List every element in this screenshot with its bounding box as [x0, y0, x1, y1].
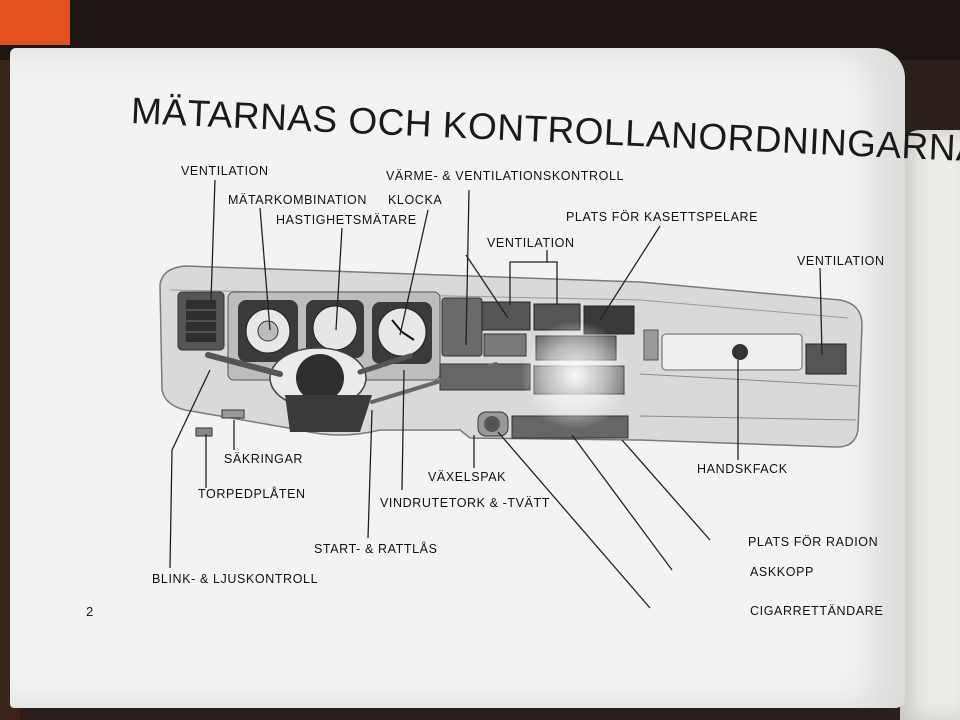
label-kasettspelare: PLATS FÖR KASETTSPELARE: [566, 210, 759, 224]
label-askkopp: ASKKOPP: [750, 565, 814, 579]
label-ventilation-center: VENTILATION: [487, 236, 575, 250]
label-sakringar: SÄKRINGAR: [224, 452, 304, 466]
leader-lines: [169, 179, 823, 609]
label-blink-ljuskontroll: BLINK- & LJUSKONTROLL: [152, 572, 319, 586]
label-start-rattlas: START- & RATTLÅS: [314, 542, 438, 556]
label-varme-ventilationskontroll: VÄRME- & VENTILATIONSKONTROLL: [386, 169, 625, 183]
dashboard-illustration: [159, 265, 863, 448]
label-matarkombination: MÄTARKOMBINATION: [228, 193, 368, 207]
label-cigarrettandare: CIGARRETTÄNDARE: [750, 604, 884, 618]
label-radion: PLATS FÖR RADION: [748, 535, 879, 549]
orange-book: [0, 0, 70, 45]
light-glare: [520, 320, 630, 430]
label-klocka: KLOCKA: [388, 193, 443, 207]
label-vaxelspak: VÄXELSPAK: [428, 470, 507, 484]
label-torpedplaten: TORPEDPLÅTEN: [198, 487, 306, 501]
label-ventilation-right: VENTILATION: [797, 254, 885, 268]
label-vindrutetork: VINDRUTETORK & -TVÄTT: [380, 496, 551, 510]
label-hastighetsmatare: HASTIGHETSMÄTARE: [276, 213, 417, 227]
label-ventilation-left: VENTILATION: [181, 164, 269, 178]
right-page: [900, 130, 960, 720]
page-number: 2: [86, 604, 94, 619]
label-handskfack: HANDSKFACK: [697, 462, 788, 476]
